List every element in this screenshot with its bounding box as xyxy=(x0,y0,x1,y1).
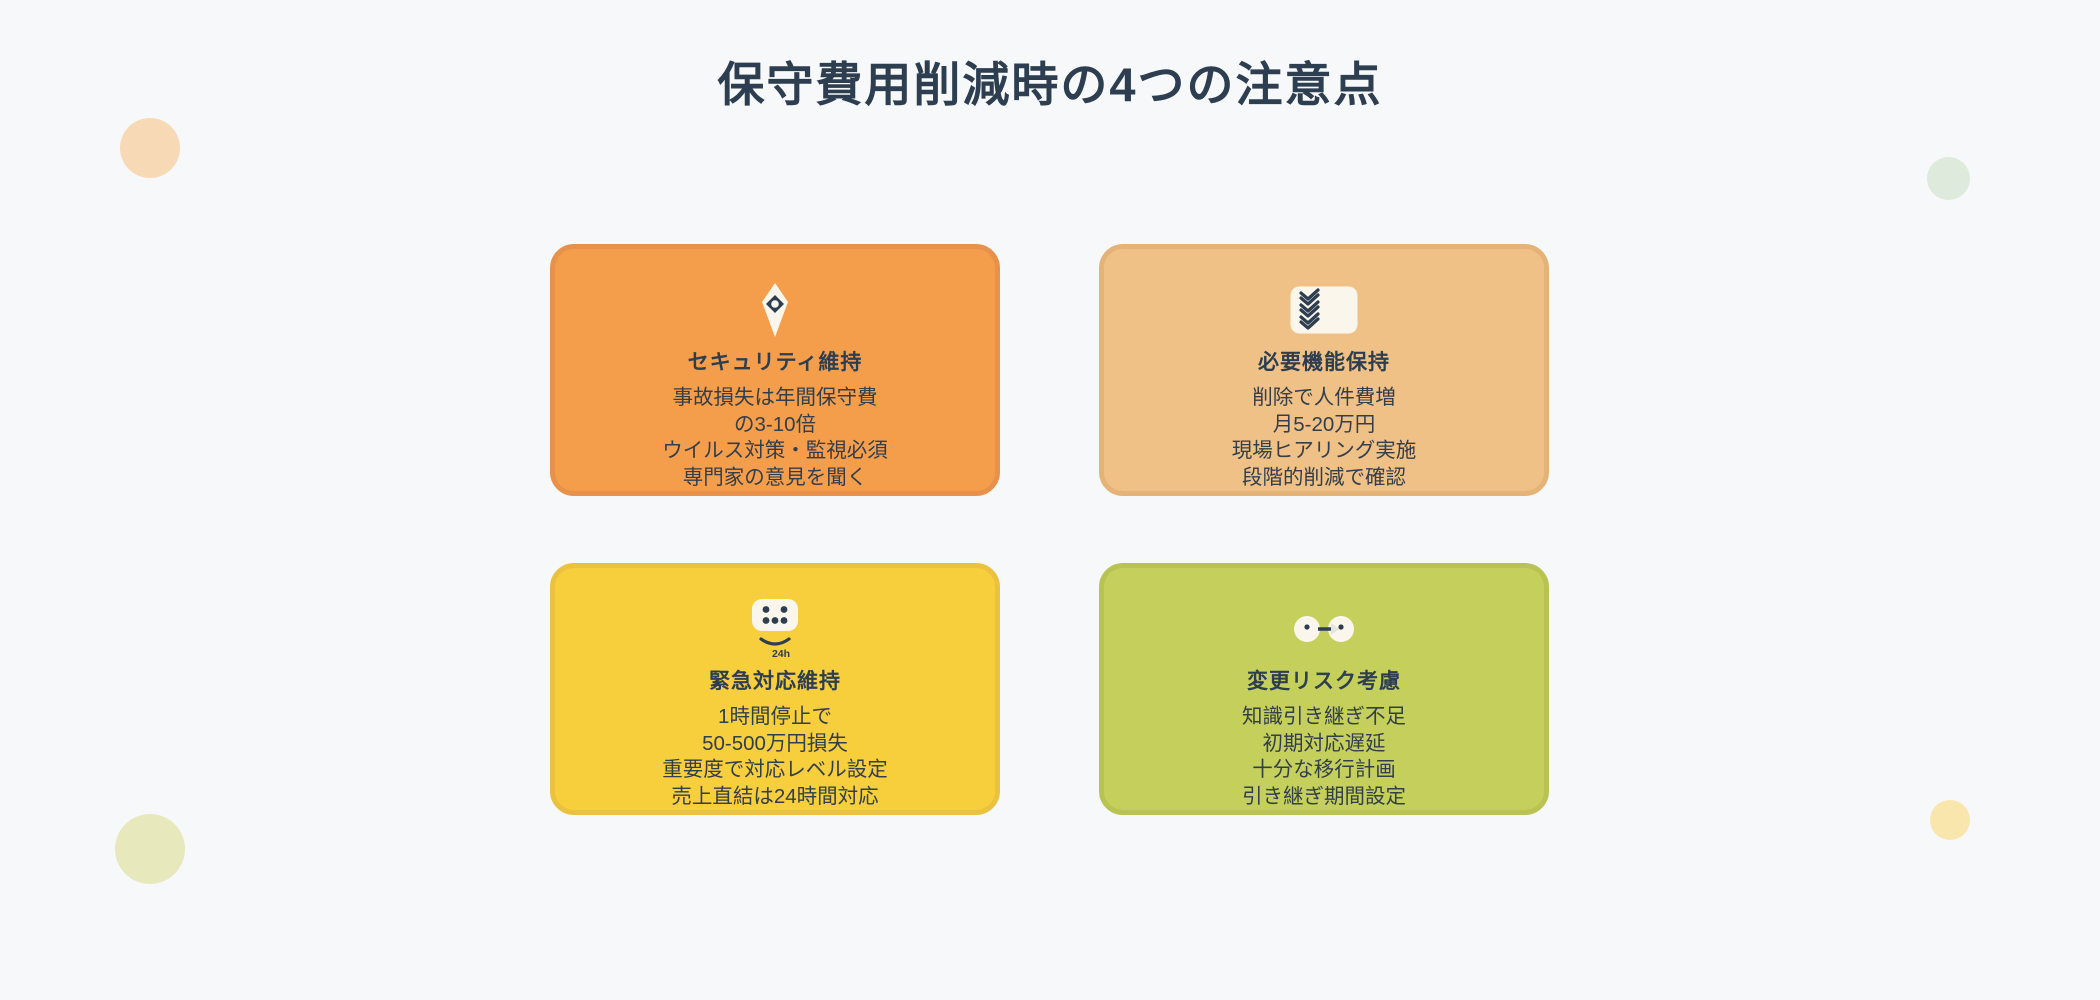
card-body: 事故損失は年間保守費 の3-10倍 ウイルス対策・監視必須 専門家の意見を聞く xyxy=(662,385,888,491)
card-body: 知識引き継ぎ不足 初期対応遅延 十分な移行計画 引き継ぎ期間設定 xyxy=(1242,704,1406,810)
decorative-circle-bottom-right xyxy=(1930,800,1970,840)
card-text-line: 引き継ぎ期間設定 xyxy=(1242,784,1406,808)
card-title: 緊急対応維持 xyxy=(709,670,841,693)
card-text-line: 事故損失は年間保守費 xyxy=(672,386,878,409)
card-text-line: 月5-20万円 xyxy=(1272,412,1376,436)
security-pin-icon xyxy=(760,281,790,339)
card-text-line: ウイルス対策・監視必須 xyxy=(662,439,888,462)
card-text-line: 削除で人件費増 xyxy=(1252,386,1396,409)
card-text-line: 売上直結は24時間対応 xyxy=(671,784,879,808)
card-change-risk: 変更リスク考慮 知識引き継ぎ不足 初期対応遅延 十分な移行計画 引き継ぎ期間設定 xyxy=(1099,563,1549,815)
card-text-line: 十分な移行計画 xyxy=(1252,758,1396,781)
card-text-line: 初期対応遅延 xyxy=(1262,731,1386,755)
checklist-icon xyxy=(1290,281,1358,339)
card-text-line: 1時間停止で xyxy=(718,705,832,728)
card-text-line: 50-500万円損失 xyxy=(702,731,848,755)
card-text-line: の3-10倍 xyxy=(733,412,817,436)
card-functions: 必要機能保持 削除で人件費増 月5-20万円 現場ヒアリング実施 段階的削減で確… xyxy=(1099,244,1549,496)
decorative-circle-top-right xyxy=(1927,157,1970,200)
card-security: セキュリティ維持 事故損失は年間保守費 の3-10倍 ウイルス対策・監視必須 専… xyxy=(550,244,1000,496)
decorative-circle-top-left xyxy=(120,118,180,178)
card-text-line: 専門家の意見を聞く xyxy=(682,465,868,489)
card-title: セキュリティ維持 xyxy=(687,351,863,374)
cards-grid: セキュリティ維持 事故損失は年間保守費 の3-10倍 ウイルス対策・監視必須 専… xyxy=(550,244,1549,815)
decorative-circle-bottom-left xyxy=(115,814,185,884)
icon-24h-label: 24h xyxy=(772,648,790,660)
card-title: 必要機能保持 xyxy=(1258,351,1390,374)
card-text-line: 重要度で対応レベル設定 xyxy=(662,758,888,781)
card-title: 変更リスク考慮 xyxy=(1247,670,1401,693)
card-text-line: 知識引き継ぎ不足 xyxy=(1242,705,1406,728)
card-text-line: 現場ヒアリング実施 xyxy=(1231,439,1417,462)
card-text-line: 段階的削減で確認 xyxy=(1242,465,1406,489)
transition-arrow-icon xyxy=(1293,600,1355,658)
card-body: 削除で人件費増 月5-20万円 現場ヒアリング実施 段階的削減で確認 xyxy=(1232,385,1417,491)
card-body: 1時間停止で 50-500万円損失 重要度で対応レベル設定 売上直結は24時間対… xyxy=(662,704,888,810)
support-24h-icon: 24h xyxy=(751,599,799,660)
page-title: 保守費用削減時の4つの注意点 xyxy=(717,58,1383,111)
card-emergency: 24h 緊急対応維持 1時間停止で 50-500万円損失 重要度で対応レベル設定… xyxy=(550,563,1000,815)
